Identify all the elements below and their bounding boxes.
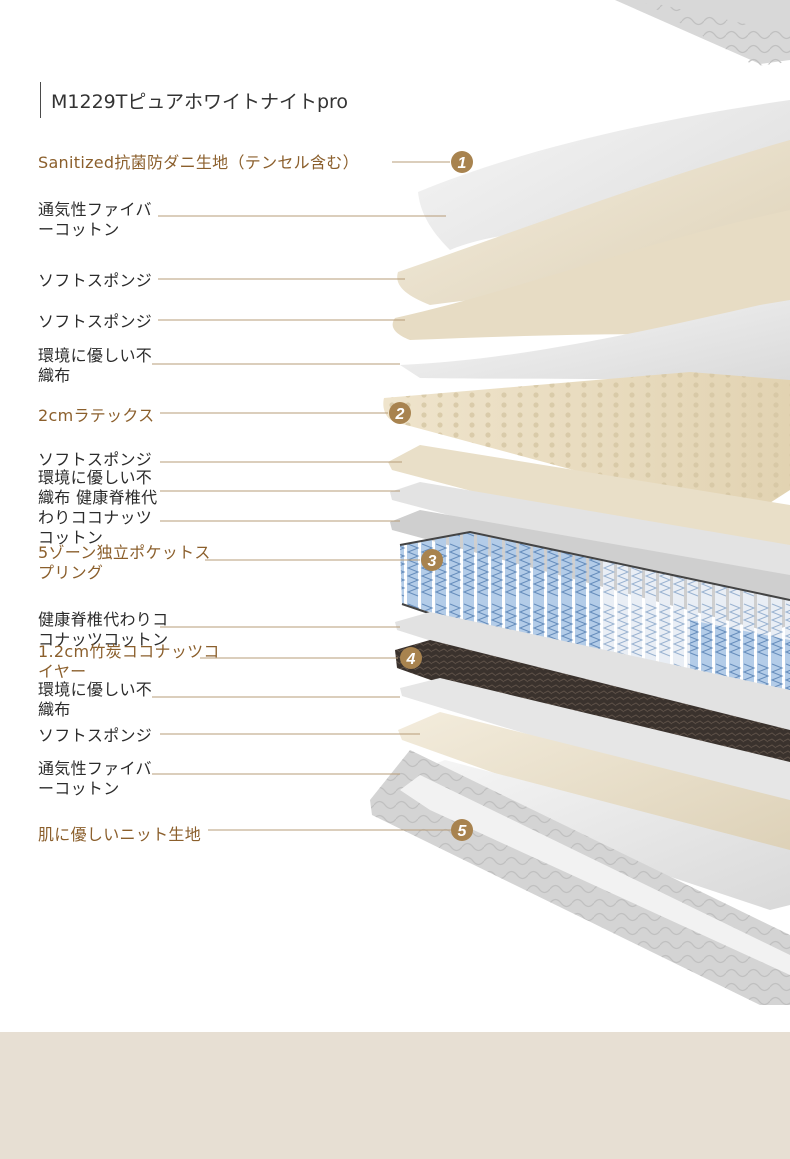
layer-label-nonwoven-2: 環境に優しい不 織布 [38,680,153,719]
badge-5-text: 5 [458,823,468,840]
mattress-base [370,750,790,1005]
badge-4: 4 [400,647,422,669]
badge-1: 1 [451,151,473,173]
layer-label-pocket-springs: 5ゾーン独立ポケットス プリング [38,543,211,582]
badge-3-text: 3 [428,553,437,570]
mattress-layers-illustration: 1 2 3 4 5 [152,0,790,1005]
footer-band [0,1032,790,1159]
layer-label-soft-sponge-4: ソフトスポンジ [38,726,153,745]
layer-label-soft-sponge-2: ソフトスポンジ [38,312,153,331]
layer-label-sanitized-fabric: Sanitized抗菌防ダニ生地（テンセル含む） [38,153,359,172]
badge-1-text: 1 [458,155,467,172]
badge-3: 3 [421,549,443,571]
badge-2: 2 [389,402,411,424]
layer-label-fiber-cotton-bottom: 通気性ファイバ ーコットン [38,759,152,798]
layer-label-soft-sponge-1: ソフトスポンジ [38,271,153,290]
leader-lines [152,161,452,831]
layer-sheet-nonwoven [400,300,790,390]
layer-label-coconut-cotton: 健康脊椎代わりコ コナッツコットン [38,610,169,649]
badge-2-text: 2 [395,406,405,423]
layer-label-fiber-cotton-top: 通気性ファイバ ーコットン [38,200,152,239]
layer-label-nonwoven-coconut: 環境に優しい不 織布 健康脊椎代 わりココナッツ コットン [38,468,158,547]
mattress-top-corner [615,0,790,66]
layer-label-soft-sponge-3: ソフトスポンジ [38,450,153,469]
badge-5: 5 [451,819,473,841]
product-title: M1229Tピュアホワイトナイトpro [40,82,348,118]
layer-sheet-sponge-a [392,210,790,340]
layer-label-latex: 2cmラテックス [38,406,155,425]
layer-label-bamboo-coir: 1.2cm竹炭ココナッツコ イヤー [38,642,220,681]
layer-label-knit-fabric: 肌に優しいニット生地 [38,825,202,844]
layer-label-nonwoven-1: 環境に優しい不 織布 [38,346,153,385]
badge-4-text: 4 [406,651,416,668]
